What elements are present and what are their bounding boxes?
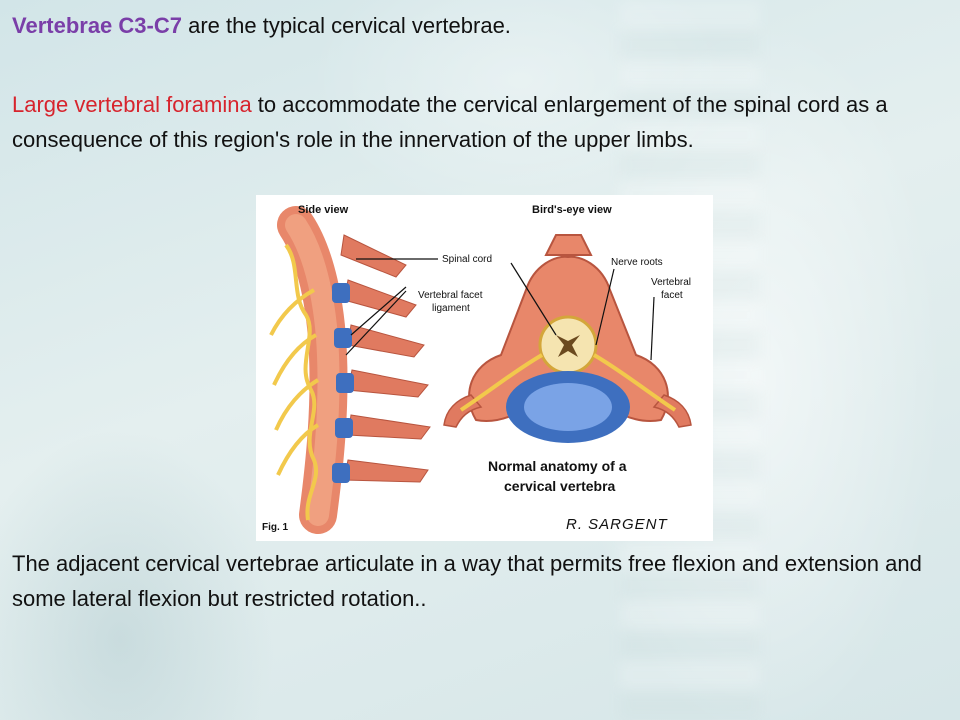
label-nerve-roots: Nerve roots: [611, 257, 663, 268]
label-vertebral-facet-line1: Vertebral: [651, 277, 691, 288]
paragraph2-text: to accommodate the cervical enlargement …: [12, 92, 888, 152]
figure-number: Fig. 1: [262, 522, 289, 533]
figure-caption-line2: cervical vertebra: [504, 478, 616, 494]
label-facet-ligament-line2: ligament: [432, 303, 470, 314]
figure-caption-line1: Normal anatomy of a: [488, 458, 627, 474]
cervical-anatomy-figure: Side view Bird's-eye view Spinal cord Ve…: [256, 195, 713, 541]
birds-eye-title: Bird's-eye view: [532, 204, 612, 216]
anatomy-illustration: Side view Bird's-eye view Spinal cord Ve…: [262, 204, 692, 534]
paragraph1-text: are the typical cervical vertebrae.: [181, 13, 511, 38]
paragraph-typical-vertebrae: Vertebrae C3-C7 are the typical cervical…: [12, 8, 952, 43]
paragraph-articulation: The adjacent cervical vertebrae articula…: [12, 546, 952, 616]
label-spinal-cord: Spinal cord: [442, 254, 492, 265]
paragraph-vertebral-foramina: Large vertebral foramina to accommodate …: [12, 87, 952, 157]
artist-signature: R. SARGENT: [566, 516, 669, 533]
paragraph3-text: The adjacent cervical vertebrae articula…: [12, 551, 922, 611]
label-vertebral-facet-line2: facet: [661, 290, 683, 301]
highlight-vertebrae-c3-c7: Vertebrae C3-C7: [12, 13, 182, 38]
highlight-large-vertebral-foramina: Large vertebral foramina: [12, 92, 252, 117]
side-view-title: Side view: [298, 204, 349, 216]
side-view-spine: [269, 206, 431, 534]
label-pointers: [345, 258, 655, 361]
label-facet-ligament-line1: Vertebral facet: [418, 290, 483, 301]
